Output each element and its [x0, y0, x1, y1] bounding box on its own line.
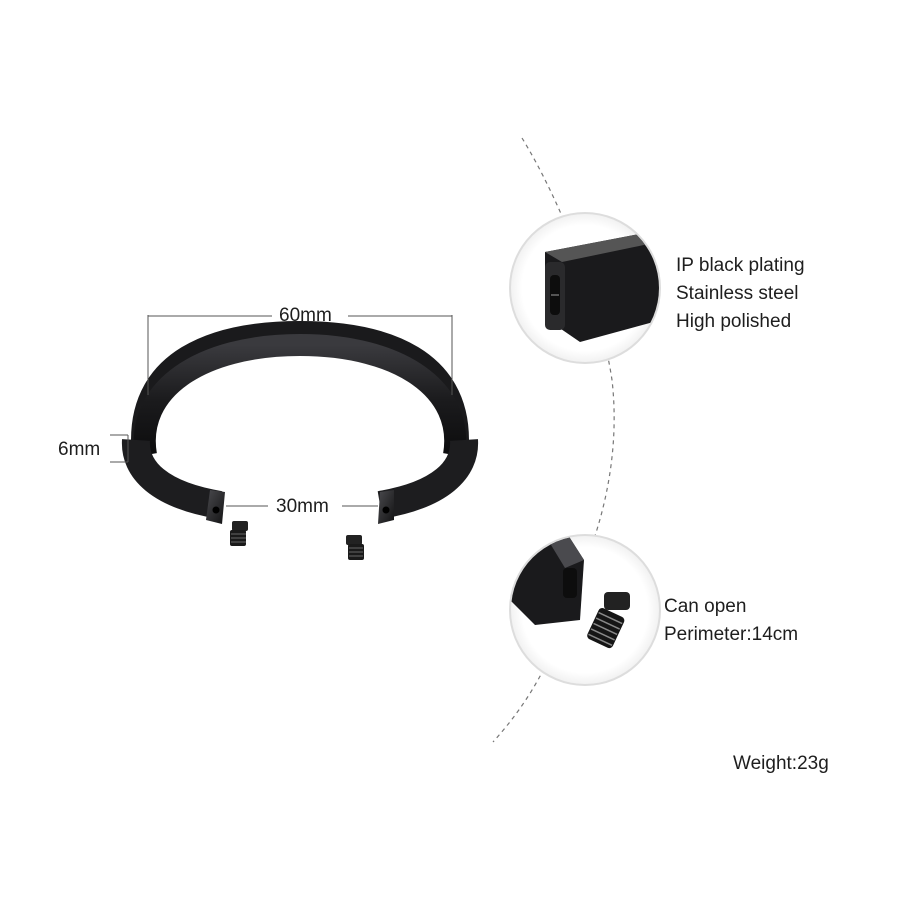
weight-label: Weight:23g	[733, 753, 829, 774]
opening-feature-list: Can open Perimeter:14cm	[664, 593, 798, 649]
bracelet-image	[121, 320, 479, 524]
finish-feature-list: IP black plating Stainless steel High po…	[676, 252, 805, 336]
finish-detail-circle	[509, 212, 661, 364]
width-label: 60mm	[279, 305, 332, 326]
height-dimension	[110, 434, 129, 463]
screw-right-icon	[346, 535, 364, 560]
opening-line: Perimeter:14cm	[664, 624, 799, 645]
finish-line: Stainless steel	[676, 283, 799, 304]
height-label: 6mm	[58, 439, 101, 460]
finish-line: IP black plating	[676, 255, 805, 276]
width-dimension	[147, 315, 453, 395]
opening-line: Can open	[664, 596, 747, 617]
gap-label: 30mm	[276, 496, 329, 517]
screw-left-icon	[230, 521, 248, 546]
finish-line: High polished	[676, 311, 792, 332]
opening-detail-circle	[509, 534, 661, 686]
